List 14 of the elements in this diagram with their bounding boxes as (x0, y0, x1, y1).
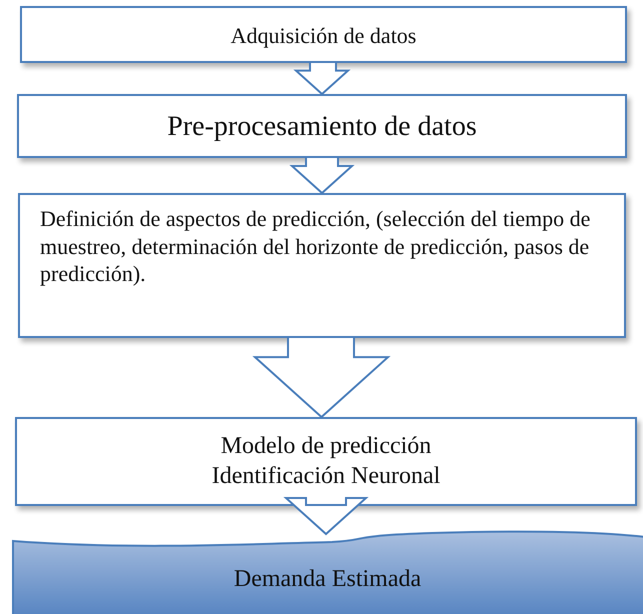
step-label: Pre-procesamiento de datos (166, 110, 478, 144)
output-banner (12, 530, 643, 614)
step-label: Adquisición de datos (230, 22, 418, 50)
process-box (18, 193, 626, 338)
process-box (15, 417, 637, 506)
process-box (20, 6, 627, 63)
block-arrow (283, 497, 369, 536)
block-arrow (293, 61, 351, 96)
step-label: Modelo de predicción Identificación Neuronal (210, 432, 442, 491)
process-box (17, 94, 627, 158)
block-arrow (252, 336, 391, 418)
block-arrow (289, 156, 355, 194)
output-label: Demanda Estimada (232, 565, 422, 594)
step-label: Definición de aspectos de predicción, (selección del tiempo de muestreo, determinación del horizonte de predicción, pasos de predicción). (40, 205, 592, 288)
